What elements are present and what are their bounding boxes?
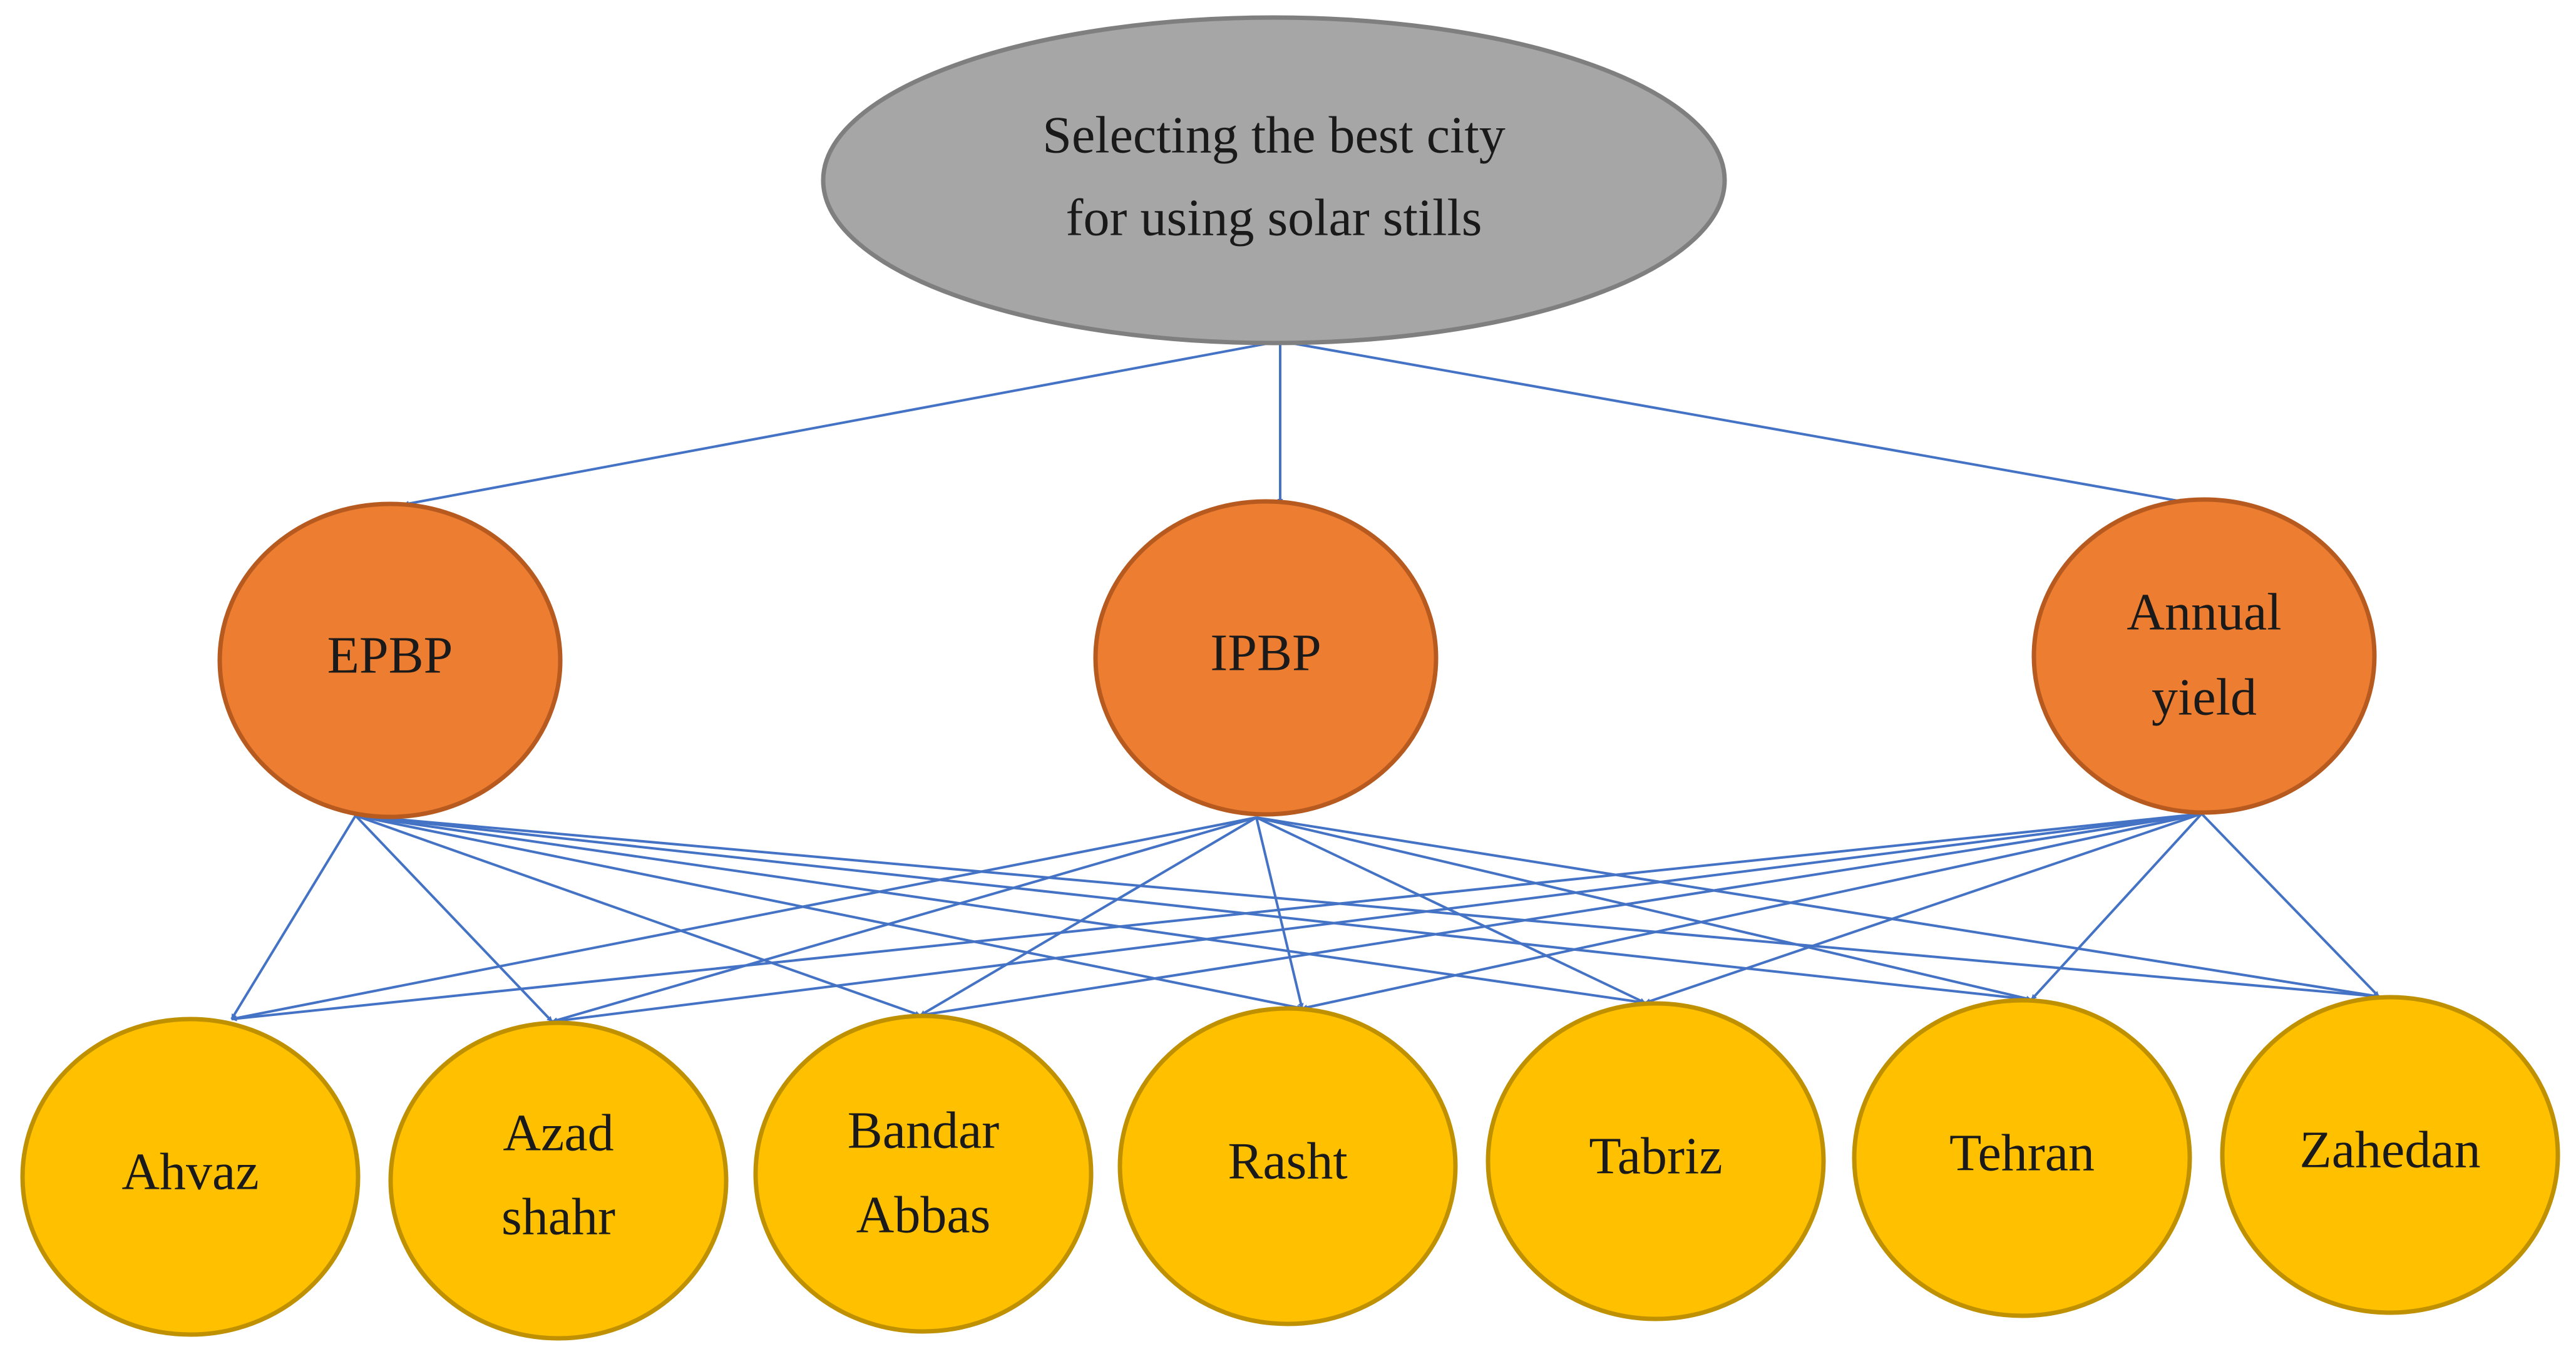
alternative-ellipse <box>1852 998 2192 1318</box>
alternative-label: Rasht <box>1228 1132 1347 1190</box>
alternative-node-tehran: Tehran <box>1852 998 2192 1318</box>
edge-epbp-to-tehran <box>355 814 2032 1002</box>
alternative-node-tabriz: Tabriz <box>1486 1001 1826 1321</box>
criterion-label-line2: yield <box>2152 668 2257 726</box>
alternative-label-line2: shahr <box>501 1187 615 1246</box>
edge-epbp-to-bandar-abbas <box>355 814 921 1017</box>
alternative-ellipse <box>1117 1006 1458 1326</box>
criterion-label: EPBP <box>327 626 453 684</box>
alternative-label-line1: Bandar <box>848 1101 1000 1159</box>
alternative-label: Ahvaz <box>121 1142 259 1201</box>
alternative-node-ahvaz: Ahvaz <box>20 1017 361 1337</box>
alternative-ellipse <box>1486 1001 1826 1321</box>
criterion-ellipse <box>2031 497 2377 815</box>
alternative-label: Tabriz <box>1589 1127 1722 1185</box>
edge-ipbp-to-ahvaz <box>231 816 1257 1021</box>
edge-annual-yield-to-azad-shahr <box>552 813 2202 1024</box>
edge-ipbp-to-zahedan <box>1256 816 2379 999</box>
goal-node: Selecting the best city for using solar … <box>821 15 1727 346</box>
alternative-ellipse <box>388 1020 729 1341</box>
criterion-node-annual-yield: Annual yield <box>2031 497 2377 815</box>
edge-ipbp-to-bandar-abbas <box>919 816 1258 1017</box>
criterion-label-line1: Annual <box>2127 583 2281 641</box>
criterion-node-ipbp: IPBP <box>1093 499 1439 817</box>
edge-annual-yield-to-bandar-abbas <box>920 813 2202 1018</box>
alternative-ellipse <box>2220 995 2560 1315</box>
edge-epbp-to-azad-shahr <box>354 814 553 1023</box>
edge-annual-yield-to-tabriz <box>1645 813 2202 1004</box>
alternative-node-azad-shahr: Azad shahr <box>388 1020 729 1341</box>
edge-annual-yield-to-rasht <box>1301 813 2202 1010</box>
alternative-node-zahedan: Zahedan <box>2220 995 2560 1315</box>
criterion-label: IPBP <box>1210 623 1321 682</box>
goal-label-line1: Selecting the best city <box>1042 106 1505 164</box>
edge-annual-yield-to-tehran <box>2030 813 2203 1001</box>
goal-label-line2: for using solar stills <box>1066 188 1482 247</box>
edge-epbp-to-rasht <box>355 814 1303 1010</box>
edge-ipbp-to-rasht <box>1255 817 1304 1009</box>
criterion-ellipse <box>217 501 563 819</box>
alternative-label-line2: Abbas <box>856 1186 991 1244</box>
goal-ellipse <box>821 15 1727 346</box>
alternative-label: Zahedan <box>2299 1120 2480 1179</box>
alternative-ellipse <box>20 1017 361 1337</box>
alternative-label-line1: Azad <box>503 1104 613 1162</box>
criterion-node-epbp: EPBP <box>217 501 563 819</box>
alternative-ellipse <box>753 1013 1094 1334</box>
edge-annual-yield-to-ahvaz <box>231 813 2202 1022</box>
edges-layer <box>230 340 2380 1024</box>
alternative-label: Tehran <box>1949 1124 2095 1182</box>
alternative-node-bandar-abbas: Bandar Abbas <box>753 1013 1094 1334</box>
edge-annual-yield-to-zahedan <box>2200 813 2380 998</box>
edge-ipbp-to-azad-shahr <box>552 816 1257 1023</box>
edge-epbp-to-ahvaz <box>230 814 357 1020</box>
edge-ipbp-to-tehran <box>1256 816 2032 1002</box>
edge-epbp-to-tabriz <box>355 814 1646 1005</box>
edge-goal-to-epbp <box>403 340 1281 506</box>
edge-ipbp-to-tabriz <box>1256 816 1646 1004</box>
edge-epbp-to-zahedan <box>355 814 2379 999</box>
alternative-node-rasht: Rasht <box>1117 1006 1458 1326</box>
criterion-ellipse <box>1093 499 1439 817</box>
edge-goal-to-annual-yield <box>1280 340 2185 505</box>
